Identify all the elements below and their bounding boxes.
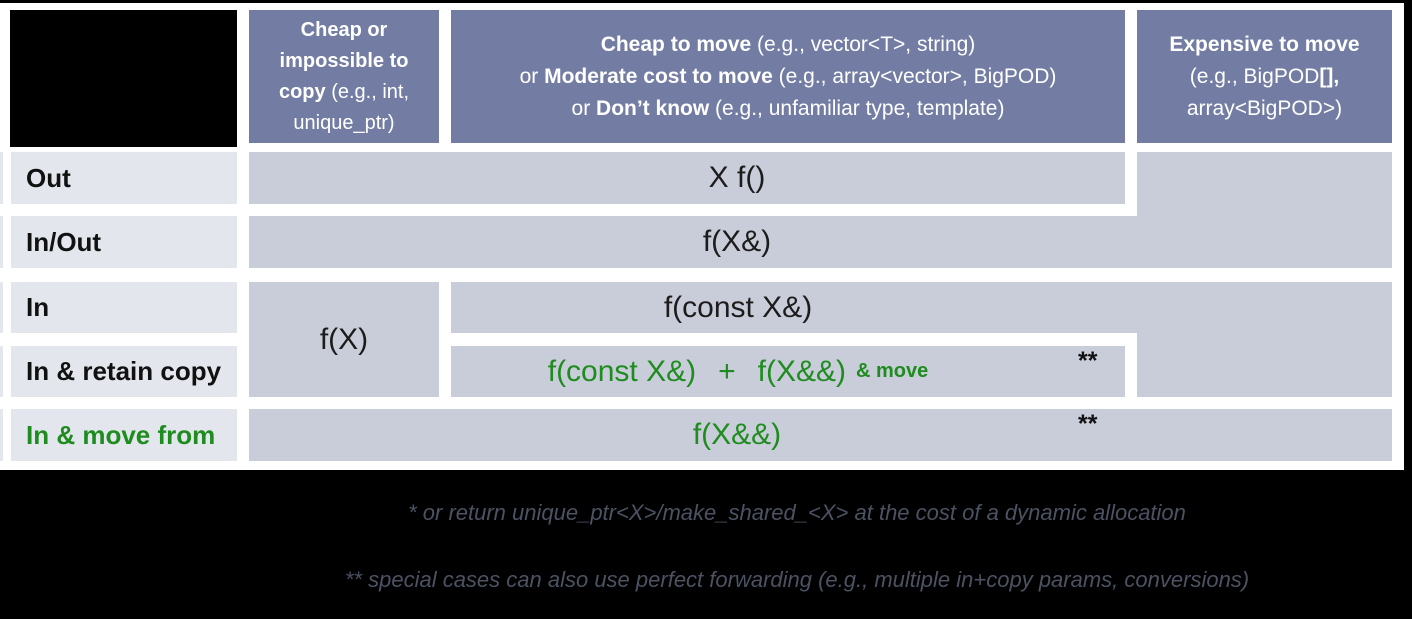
- top-border: [0, 0, 1412, 3]
- header-col2-line2: or Moderate cost to move (e.g., array<ve…: [519, 64, 1057, 88]
- header-col3-line3: array<BigPOD>): [1186, 96, 1343, 120]
- footnote-2: ** special cases can also use perfect fo…: [344, 567, 1250, 592]
- header-col3-line1: Expensive to move: [1169, 32, 1360, 56]
- cell-in-byvalue: [249, 282, 439, 397]
- row-label-in-move-from: In & move from: [11, 409, 237, 461]
- header-cheap-to-move: Cheap to move (e.g., vector<T>, string) …: [451, 10, 1125, 143]
- header-expensive-to-move: Expensive to move (e.g., BigPOD[], array…: [1137, 10, 1392, 143]
- row-label-out: Out: [11, 152, 237, 204]
- header-col1-bold: Cheap or impossible to copy: [278, 18, 409, 103]
- footnote-1: * or return unique_ptr<X>/make_shared_<X…: [408, 500, 1186, 525]
- header-cheap-or-impossible-to-copy: Cheap or impossible to copy (e.g., int, …: [249, 10, 439, 143]
- row-label-in: In: [11, 282, 237, 333]
- header-col3-line2: (e.g., BigPOD[],: [1189, 64, 1340, 88]
- corner-block: [10, 10, 237, 147]
- edge-sliver: [0, 346, 3, 397]
- row-label-in-retain-copy: In & retain copy: [11, 346, 237, 397]
- header-col2-line1: Cheap to move (e.g., vector<T>, string): [600, 32, 976, 56]
- code-in-byvalue: f(X): [319, 322, 369, 356]
- code-out: X f(): [708, 161, 766, 194]
- cell-retain-copy: [451, 346, 1125, 397]
- double-asterisk-move: **: [1078, 410, 1098, 438]
- code-move-from: f(X&&): [692, 418, 782, 451]
- code-retain-copy: f(const X&)+f(X&&)& move: [547, 354, 929, 388]
- row-label-inout: In/Out: [11, 216, 237, 268]
- header-col1-rest: (e.g., int, unique_ptr): [293, 80, 410, 134]
- code-in-constref: f(const X&): [663, 290, 813, 324]
- double-asterisk-retain: **: [1078, 347, 1098, 375]
- header-col2-line3: or Don’t know (e.g., unfamiliar type, te…: [571, 96, 1005, 120]
- footer: * or return unique_ptr<X>/make_shared_<X…: [0, 470, 1412, 619]
- right-border: [1404, 0, 1412, 619]
- edge-sliver: [0, 409, 3, 461]
- edge-sliver: [0, 216, 3, 268]
- edge-sliver: [0, 152, 3, 204]
- cell-move-from: [249, 409, 1392, 461]
- edge-sliver: [0, 282, 3, 333]
- cell-col3-in-retain: [1137, 282, 1392, 397]
- cell-inout: [249, 216, 1392, 268]
- code-inout: f(X&): [702, 225, 772, 258]
- cell-out: [249, 152, 1125, 204]
